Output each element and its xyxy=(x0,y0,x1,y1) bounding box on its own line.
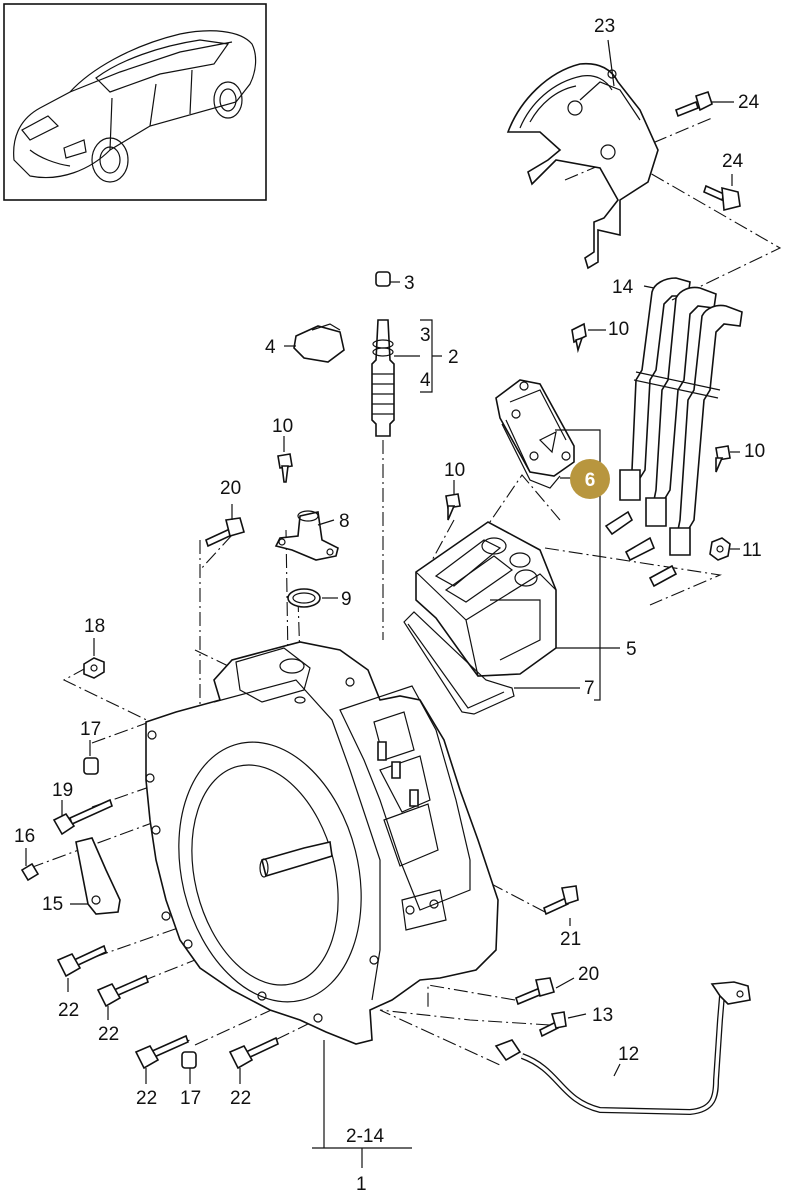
callout-12: 12 xyxy=(618,1044,639,1065)
bolt-20-upper xyxy=(205,517,245,548)
callout-3-top: 3 xyxy=(404,273,415,294)
bolt-24-lower xyxy=(703,184,741,212)
callout-8: 8 xyxy=(339,511,350,532)
callout-5: 5 xyxy=(626,639,637,660)
transmission-housing xyxy=(145,641,499,1045)
hose-lines xyxy=(604,277,743,588)
callout-23: 23 xyxy=(594,16,615,37)
callout-22-c: 22 xyxy=(136,1088,157,1109)
highlight-circle[interactable] xyxy=(570,459,610,499)
vehicle-thumbnail xyxy=(3,3,267,201)
heat-shield-bracket xyxy=(506,62,659,270)
callout-1: 1 xyxy=(356,1174,367,1195)
sensor-8 xyxy=(274,510,339,561)
callout-18: 18 xyxy=(84,616,105,637)
clip-4 xyxy=(293,323,345,363)
callout-10-a: 10 xyxy=(608,319,629,340)
callout-16: 16 xyxy=(14,826,35,847)
callout-9: 9 xyxy=(341,589,352,610)
callout-6-highlight[interactable]: 6 xyxy=(570,459,610,499)
callout-labels: 1 2 2-14 3 3 4 4 5 6 7 8 9 10 10 10 10 1… xyxy=(14,16,765,1195)
bolt-22-b xyxy=(96,974,149,1008)
callout-22-b: 22 xyxy=(98,1024,119,1045)
sleeve-17-lower xyxy=(181,1051,197,1069)
bolt-10-a xyxy=(571,322,587,354)
callout-22-d: 22 xyxy=(230,1088,251,1109)
callout-19: 19 xyxy=(52,780,73,801)
callout-20-lower: 20 xyxy=(578,964,599,985)
bracket-15 xyxy=(75,837,121,915)
sleeve-17-upper xyxy=(83,757,99,775)
callout-10-c: 10 xyxy=(444,460,465,481)
nut-18 xyxy=(83,657,105,679)
callout-15: 15 xyxy=(42,894,63,915)
callout-10-b: 10 xyxy=(272,416,293,437)
sensor-stack xyxy=(371,271,395,437)
callout-14: 14 xyxy=(612,277,634,298)
callout-3-bracket: 3 xyxy=(420,325,431,346)
ground-cable-12 xyxy=(494,981,751,1116)
bolt-10-d xyxy=(715,445,731,473)
bolt-10-c xyxy=(445,493,461,521)
cover-6 xyxy=(495,379,575,489)
leader-lines xyxy=(25,39,740,1168)
callout-4-bracket: 4 xyxy=(420,370,431,391)
callout-4-clip: 4 xyxy=(265,337,276,358)
callout-24-lower: 24 xyxy=(722,151,744,172)
bolt-24-upper xyxy=(675,90,713,118)
nut-11 xyxy=(709,537,731,561)
callout-2: 2 xyxy=(448,347,459,368)
callout-17-upper: 17 xyxy=(80,719,101,740)
bolt-22-a xyxy=(56,944,107,978)
bolt-22-d xyxy=(228,1036,279,1070)
callout-2-14: 2-14 xyxy=(346,1126,384,1147)
bolt-16 xyxy=(20,862,40,882)
callout-10-d: 10 xyxy=(744,441,765,462)
callout-17-lower: 17 xyxy=(180,1088,201,1109)
callout-24-upper: 24 xyxy=(738,92,760,113)
bolt-10-b xyxy=(277,453,293,483)
callout-13: 13 xyxy=(592,1005,613,1026)
bolt-13 xyxy=(539,1011,567,1038)
bolt-21 xyxy=(543,885,579,916)
callout-6[interactable]: 6 xyxy=(585,470,596,491)
callout-11: 11 xyxy=(742,540,762,561)
callout-7: 7 xyxy=(584,678,595,699)
valve-body-5 xyxy=(415,521,557,677)
bolt-19 xyxy=(52,798,113,836)
seal-ring-9 xyxy=(287,588,321,608)
bolt-20-lower xyxy=(515,977,555,1006)
callout-22-a: 22 xyxy=(58,1000,79,1021)
gasket-7 xyxy=(403,611,515,715)
callout-21: 21 xyxy=(560,929,581,950)
callout-20-upper: 20 xyxy=(220,478,241,499)
bolt-22-c xyxy=(134,1034,189,1070)
